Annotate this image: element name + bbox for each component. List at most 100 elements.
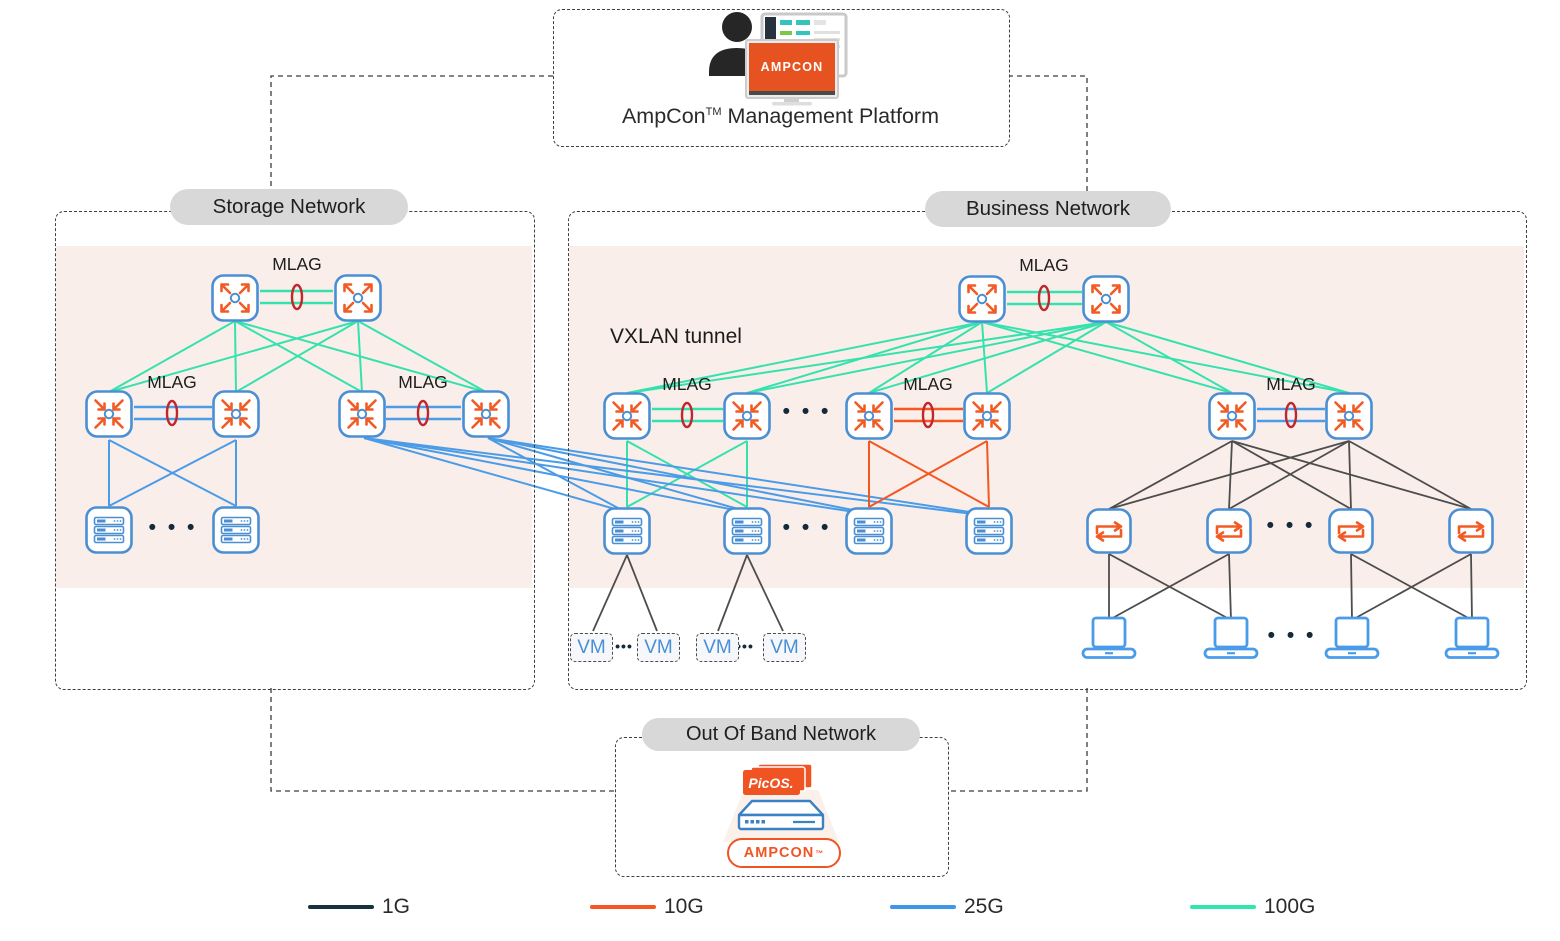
connector-platform-storage bbox=[270, 75, 553, 211]
link-1g bbox=[1228, 553, 1232, 621]
link-100g bbox=[746, 321, 1107, 394]
storage-network-box bbox=[55, 211, 535, 690]
ellipsis-access-switches: • • • bbox=[1266, 514, 1316, 537]
connector-platform-business bbox=[1008, 75, 1088, 191]
link-100g bbox=[868, 321, 1107, 394]
legend-label-25g: 25G bbox=[964, 895, 1004, 918]
link-25g bbox=[487, 437, 977, 514]
platform-title-rest: Management Platform bbox=[721, 104, 940, 128]
oob-appliance-icon bbox=[737, 799, 825, 831]
link-100g bbox=[108, 320, 236, 393]
mlag-label: MLAG bbox=[398, 372, 448, 392]
link-25g bbox=[363, 437, 736, 511]
link-1g bbox=[1108, 553, 1230, 621]
mlag-label: MLAG bbox=[1266, 374, 1316, 394]
legend-item-100g: 100G bbox=[1190, 895, 1315, 919]
mlag-ring-icon bbox=[416, 399, 430, 427]
link-100g bbox=[357, 320, 487, 393]
ellipsis-business-leaves: • • • bbox=[782, 400, 832, 423]
storage-network-label: Storage Network bbox=[170, 189, 408, 225]
link-1g bbox=[1231, 440, 1472, 510]
link-100g bbox=[1105, 321, 1350, 394]
ellipsis-business-servers: • • • bbox=[782, 516, 832, 539]
link-100g bbox=[626, 440, 748, 508]
link-1g bbox=[1470, 553, 1473, 621]
platform-brand: AmpCon bbox=[621, 104, 706, 128]
mlag-ring-icon bbox=[1284, 401, 1298, 429]
legend-label-10g: 10G bbox=[664, 895, 704, 918]
link-1g bbox=[1108, 440, 1233, 510]
link-100g bbox=[986, 321, 1107, 394]
link-100g bbox=[357, 320, 363, 393]
link-25g bbox=[363, 437, 616, 510]
links-25g bbox=[108, 405, 1325, 515]
storage-network-label-text: Storage Network bbox=[212, 195, 366, 218]
vm-node: VM bbox=[570, 633, 613, 662]
business-network-label: Business Network bbox=[925, 191, 1171, 227]
mlag-label: MLAG bbox=[1019, 255, 1069, 275]
ellipsis-laptops: • • • bbox=[1267, 624, 1317, 647]
link-100g bbox=[626, 321, 983, 394]
ampcon-monitor-icon: AMPCON bbox=[745, 39, 839, 106]
link-100g bbox=[626, 321, 1107, 394]
mlag-label: MLAG bbox=[903, 374, 953, 394]
ellipsis-vms: ••• bbox=[736, 638, 754, 654]
oob-network-label: Out Of Band Network bbox=[642, 718, 920, 751]
link-1g bbox=[1228, 440, 1350, 510]
legend-swatch-10g bbox=[590, 905, 656, 909]
legend-item-10g: 10G bbox=[590, 895, 704, 919]
picos-logo-text: PicOS. bbox=[748, 775, 793, 791]
link-25g bbox=[363, 437, 856, 513]
mlag-label: MLAG bbox=[272, 254, 322, 274]
mlag-rings bbox=[165, 283, 1298, 429]
ampcon-logo-tm: ™ bbox=[815, 848, 825, 858]
link-100g bbox=[235, 320, 359, 393]
link-10g bbox=[986, 440, 990, 508]
link-25g bbox=[108, 439, 237, 507]
link-server-vm bbox=[592, 554, 628, 632]
link-1g bbox=[1350, 553, 1353, 621]
link-1g bbox=[1108, 440, 1350, 510]
vxlan-tunnel-label: VXLAN tunnel bbox=[610, 325, 742, 348]
mlag-ring-icon bbox=[1037, 284, 1051, 312]
legend-item-25g: 25G bbox=[890, 895, 1004, 919]
vm-label: VM bbox=[577, 636, 606, 658]
platform-tm: TM bbox=[705, 105, 722, 118]
legend-swatch-25g bbox=[890, 905, 956, 909]
links-1g bbox=[592, 440, 1473, 632]
picos-logo: PicOS. bbox=[743, 764, 813, 795]
platform-title: AmpConTM Management Platform bbox=[553, 104, 1008, 129]
business-network-box bbox=[568, 211, 1527, 690]
links-10g bbox=[868, 407, 990, 508]
vm-label: VM bbox=[770, 636, 799, 658]
mlag-label: MLAG bbox=[662, 374, 712, 394]
link-25g bbox=[487, 437, 619, 509]
ampcon-logo-text: AMPCON bbox=[743, 845, 815, 861]
ellipsis-vms: ••• bbox=[615, 638, 633, 654]
link-1g bbox=[1348, 440, 1472, 510]
link-100g bbox=[108, 320, 359, 393]
link-1g bbox=[1348, 440, 1352, 510]
legend-swatch-100g bbox=[1190, 905, 1256, 909]
business-network-label-text: Business Network bbox=[965, 197, 1131, 220]
vm-label: VM bbox=[703, 636, 732, 658]
oob-network-label-text: Out Of Band Network bbox=[685, 723, 877, 745]
link-server-vm bbox=[746, 554, 784, 632]
link-25g bbox=[487, 437, 859, 512]
connector-business-oob bbox=[947, 688, 1088, 792]
vm-node: VM bbox=[696, 633, 739, 662]
link-25g bbox=[487, 437, 739, 510]
vm-node: VM bbox=[637, 633, 680, 662]
vm-node: VM bbox=[763, 633, 806, 662]
ampcon-screen-logo: AMPCON bbox=[761, 60, 824, 74]
link-server-vm bbox=[626, 554, 658, 632]
connector-storage-oob bbox=[270, 688, 615, 792]
link-server-vm bbox=[717, 554, 748, 632]
link-100g bbox=[1105, 321, 1233, 394]
link-10g bbox=[868, 440, 988, 508]
legend-label-100g: 100G bbox=[1264, 895, 1316, 918]
link-25g bbox=[363, 437, 974, 515]
mlag-ring-icon bbox=[290, 283, 304, 311]
